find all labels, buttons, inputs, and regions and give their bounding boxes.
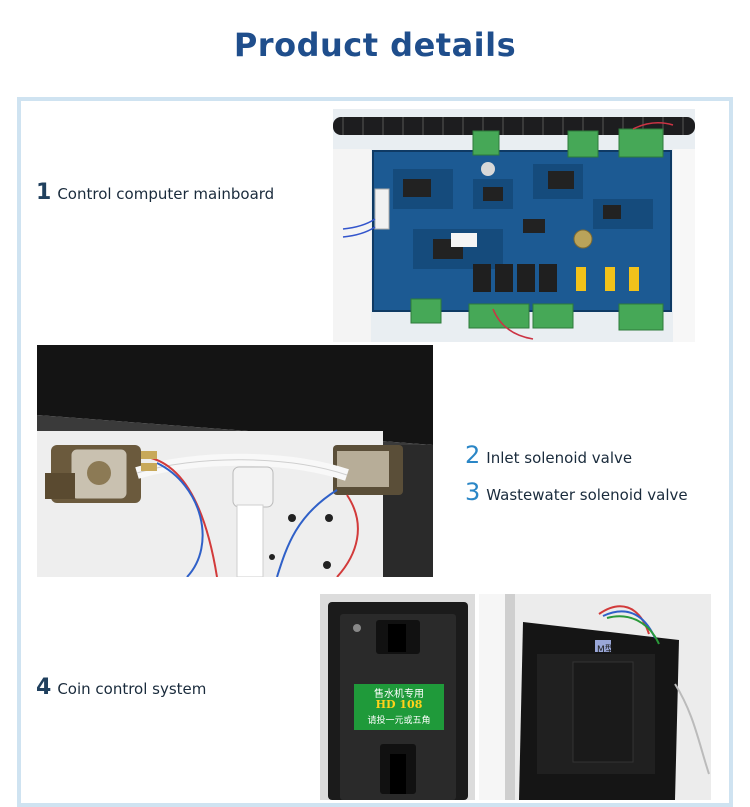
solenoid-illustration [37, 345, 433, 577]
coin-side-illustration [479, 594, 711, 800]
page-title: Product details [233, 26, 517, 64]
coin-acceptor-front-photo: 售水机专用 HD 108 请投一元或五角 [320, 594, 475, 800]
coin-front-illustration [320, 594, 475, 800]
coin-sticker-line-1: 售水机专用 [374, 689, 424, 700]
item-1-text: Control computer mainboard [57, 185, 275, 203]
model-tag: M型 [597, 645, 614, 655]
item-4-text: Coin control system [57, 680, 207, 698]
mainboard-illustration [333, 109, 695, 342]
item-1-number: 1 [36, 180, 52, 205]
item-3-number: 3 [465, 478, 481, 506]
coin-sticker-line-3: 请投一元或五角 [367, 716, 431, 726]
item-3-text: Wastewater solenoid valve [486, 486, 688, 504]
item-3-label: 3 Wastewater solenoid valve [465, 478, 688, 506]
mainboard-photo [333, 109, 695, 342]
item-2-label: 2 Inlet solenoid valve [465, 441, 632, 469]
item-2-text: Inlet solenoid valve [486, 449, 633, 467]
item-4-number: 4 [36, 675, 52, 700]
item-1-label: 1 Control computer mainboard [36, 180, 274, 205]
coin-sticker-line-2: HD 108 [375, 698, 423, 711]
coin-acceptor-side-photo: M型 [479, 594, 711, 800]
solenoid-valve-photo [37, 345, 433, 577]
item-4-label: 4 Coin control system [36, 675, 206, 700]
item-2-number: 2 [465, 441, 481, 469]
